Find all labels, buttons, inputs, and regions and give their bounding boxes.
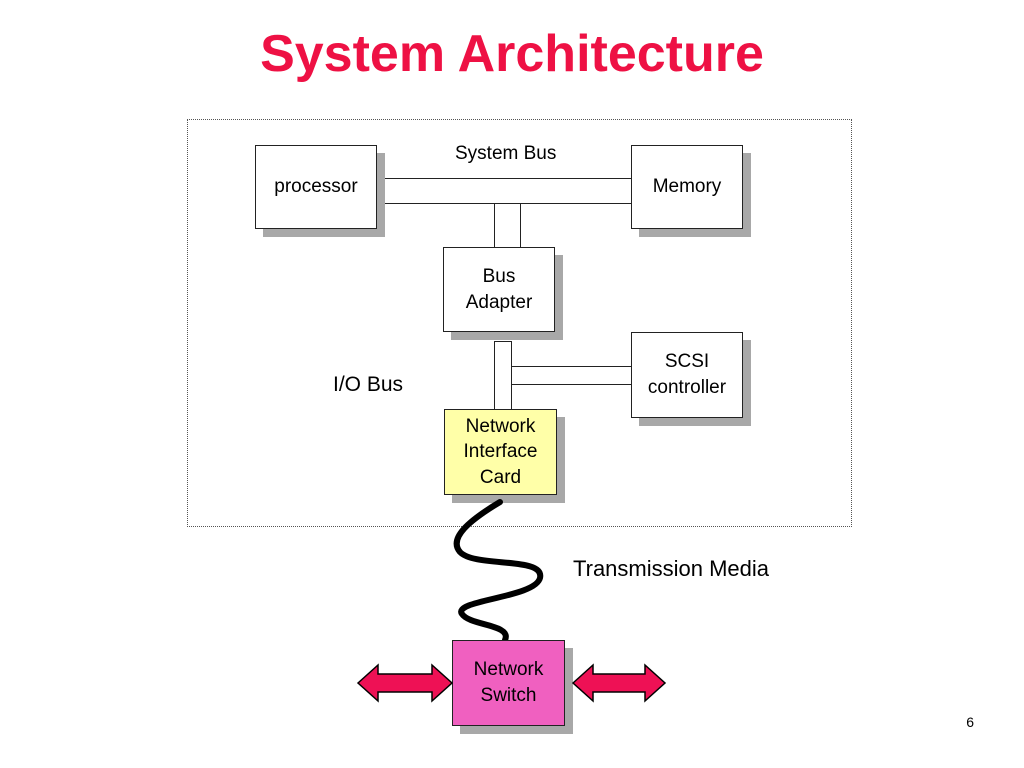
network-switch-box: Network Switch [452,640,565,726]
memory-box: Memory [631,145,743,229]
slide-title: System Architecture [260,25,764,83]
network-switch-label: Network Switch [473,659,544,706]
transmission-media-label: Transmission Media [573,556,770,581]
scsi-controller-box: SCSI controller [631,332,743,418]
processor-label: processor [274,176,358,198]
bus-adapter-box: Bus Adapter [443,247,555,332]
bus-adapter-label: Bus Adapter [465,265,533,313]
nic-label: Network Interface Card [463,415,538,488]
processor-box: processor [255,145,377,229]
system-bus-line [383,178,633,204]
system-bus-label: System Bus [455,143,557,164]
nic-box: Network Interface Card [444,409,557,495]
scsi-controller-label: SCSI controller [647,351,727,398]
computer-boundary [187,119,852,527]
page-number: 6 [966,714,974,730]
memory-label: Memory [652,176,722,198]
left-double-arrow-icon [356,663,454,703]
right-double-arrow-icon [571,663,667,703]
io-bus-label: I/O Bus [333,373,404,396]
